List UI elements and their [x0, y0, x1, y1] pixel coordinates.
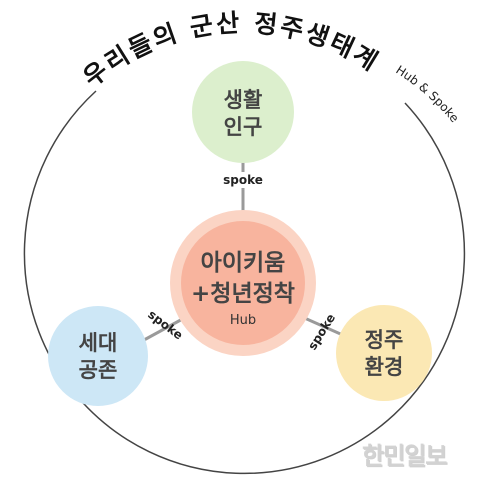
- node-living-population-line1: 생활: [224, 88, 263, 112]
- hub-line2: +청년정착: [191, 281, 295, 307]
- hub-line1: 아이키움: [201, 250, 286, 276]
- outer-ring: [23, 90, 466, 475]
- connector-right: [299, 314, 346, 338]
- node-living-population-line2: 인구: [224, 115, 263, 139]
- node-settlement-environment: [336, 305, 432, 401]
- node-generation-coexistence: [48, 306, 148, 406]
- diagram-subtitle: Hub & Spoke: [393, 63, 461, 125]
- node-generation-coexistence-line1: 세대: [79, 331, 118, 355]
- spoke-label-top: spoke: [223, 173, 263, 187]
- node-living-population: [192, 61, 294, 163]
- watermark-logo: 한민일보: [362, 442, 447, 470]
- spoke-label-top-bg: [218, 172, 268, 188]
- node-settlement-environment-line1: 정주: [365, 328, 404, 352]
- hub-sub-label: Hub: [230, 313, 256, 328]
- node-settlement-environment-line2: 환경: [365, 355, 404, 379]
- hub-inner: [181, 221, 305, 345]
- node-generation-coexistence-line2: 공존: [79, 358, 118, 382]
